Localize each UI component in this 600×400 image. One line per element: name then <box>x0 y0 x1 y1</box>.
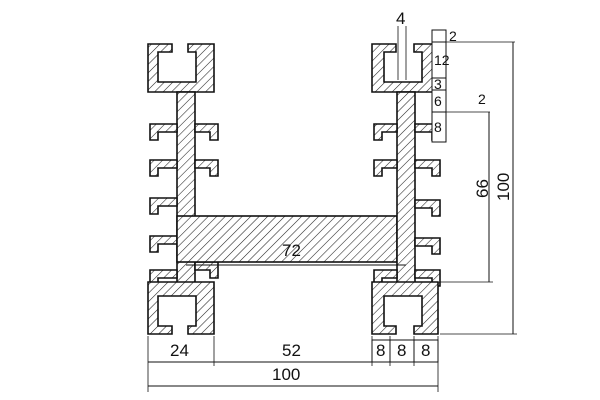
dim-overall-100: 100 <box>272 365 300 384</box>
dim-right-3: 3 <box>434 76 442 92</box>
dim-bottom-24: 24 <box>170 341 189 360</box>
dim-right-side-2: 2 <box>478 91 486 107</box>
dim-web-72: 72 <box>282 241 301 260</box>
dim-bottom-8b: 8 <box>397 341 406 360</box>
dim-top-gap: 4 <box>396 9 405 28</box>
left-fins <box>149 123 219 287</box>
left-bottom-clip <box>147 281 215 335</box>
dim-right-12: 12 <box>434 52 450 68</box>
dim-right-6: 6 <box>434 93 442 109</box>
dim-height-66: 66 <box>473 179 492 198</box>
dim-bottom-8a: 8 <box>376 341 385 360</box>
dim-height-100: 100 <box>494 173 513 201</box>
right-spine <box>396 91 416 289</box>
dim-bottom-52: 52 <box>282 341 301 360</box>
dim-bottom-8c: 8 <box>421 341 430 360</box>
right-bottom-clip <box>371 281 439 335</box>
left-top-clip <box>147 43 215 93</box>
dim-right-8: 8 <box>434 119 442 135</box>
dim-right-2: 2 <box>449 28 457 44</box>
central-web <box>176 215 398 263</box>
profile-outline <box>147 43 441 335</box>
dimension-lines <box>147 26 517 392</box>
right-top-clip <box>371 43 439 93</box>
